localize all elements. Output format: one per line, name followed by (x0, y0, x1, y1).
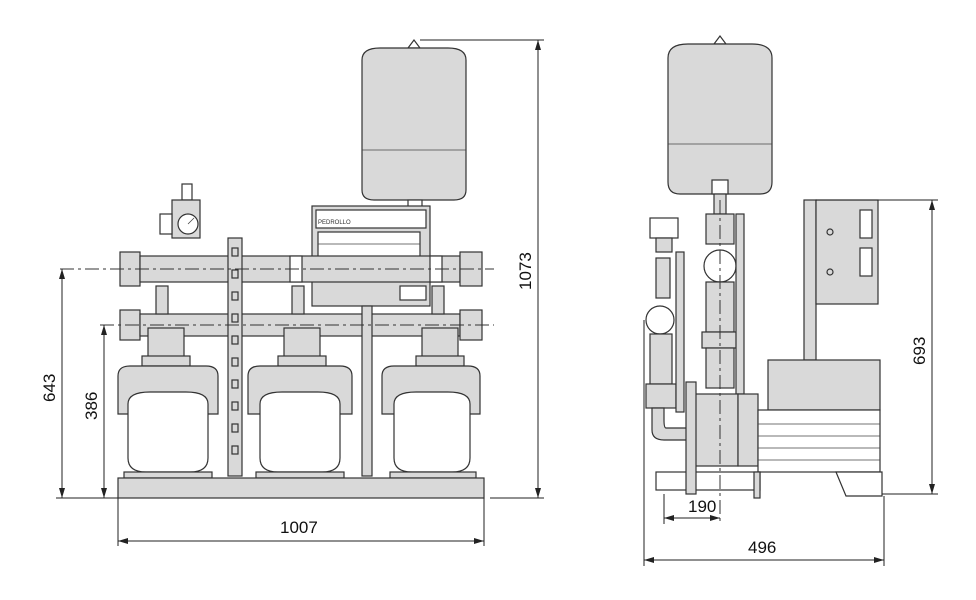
front-dimensions: 1073 643 386 1007 (40, 39, 544, 546)
front-pump-2 (247, 285, 353, 479)
front-support-post (227, 237, 373, 477)
side-dimensions: 693 190 496 (643, 199, 938, 566)
front-discharge-manifold (119, 251, 483, 287)
brand-label: PEDROLLO (318, 220, 351, 226)
side-gauge-stack (645, 217, 697, 441)
dim-side-depth: 496 (748, 538, 776, 557)
dim-discharge-height: 643 (40, 374, 59, 402)
front-base (117, 477, 485, 499)
dim-front-width: 1007 (280, 518, 318, 537)
side-pipework (701, 193, 745, 395)
front-view: PEDROLLO (60, 39, 494, 499)
side-pump-motor (693, 359, 881, 473)
front-pressure-gauge (159, 183, 201, 239)
side-base-frame (655, 381, 883, 499)
dim-side-offset: 190 (688, 497, 716, 516)
dim-total-height: 1073 (516, 252, 535, 290)
front-pump-1 (117, 285, 219, 479)
dim-side-height: 693 (910, 337, 929, 365)
front-expansion-tank (361, 39, 467, 209)
side-view (645, 35, 883, 522)
dim-suction-height: 386 (82, 392, 101, 420)
front-pump-3 (381, 285, 481, 479)
side-expansion-tank (667, 35, 773, 195)
side-control-panel (803, 199, 879, 361)
